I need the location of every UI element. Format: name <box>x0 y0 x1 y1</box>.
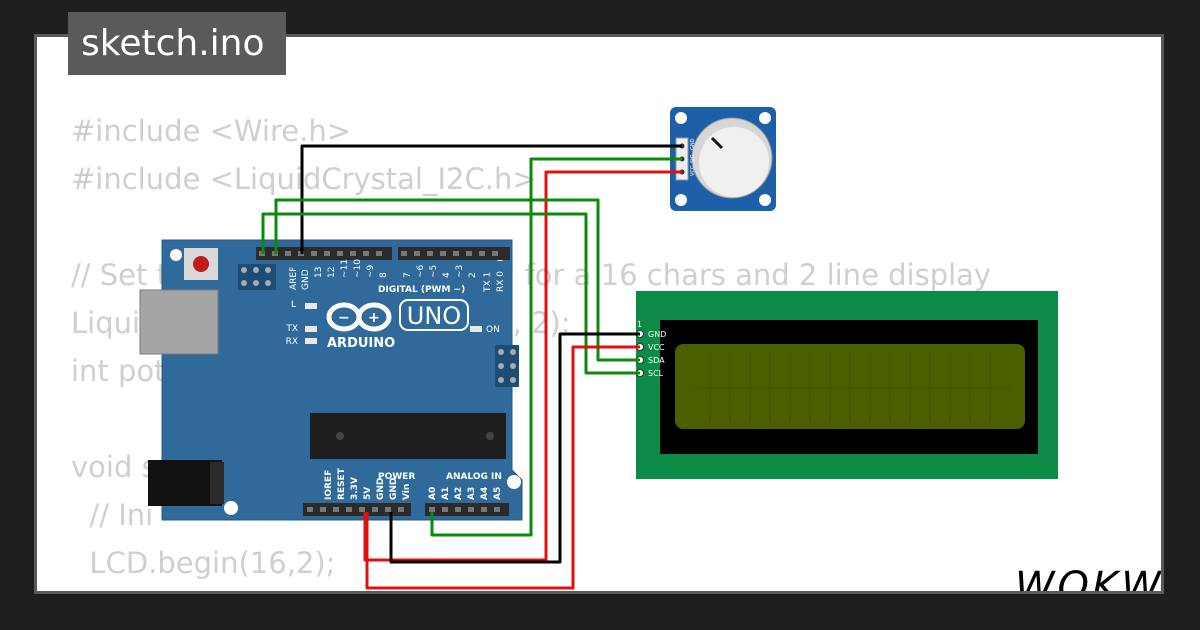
pin-label-vin: Vin <box>402 484 412 500</box>
pin-label-reset: RESET <box>337 467 347 500</box>
led-on-label: ON <box>486 325 500 335</box>
lcd-pin-vcc-label: VCC <box>648 343 665 352</box>
pin-label-9: ~9 <box>366 264 376 278</box>
wire-lcd-vcc[interactable] <box>365 345 640 590</box>
pin-label-aref: AREF <box>289 267 299 290</box>
led-rx-label: RX <box>286 337 298 347</box>
arduino-label: ARDUINO <box>327 336 395 351</box>
pin-label-7: 7 <box>403 272 413 278</box>
wire-lcd-sda[interactable] <box>274 198 640 362</box>
code-line: #include <Wire.h> <box>71 114 352 148</box>
wokwi-logo: WOKWi <box>1015 564 1164 594</box>
arduino-infinity-logo <box>326 302 392 332</box>
pin-label-a3: A3 <box>467 487 477 500</box>
pin-label-gnd-2: GND <box>389 478 399 500</box>
pin-label-4: 4 <box>442 272 452 278</box>
pin-label-a0: A0 <box>428 487 438 500</box>
pin-label-a2: A2 <box>454 487 464 500</box>
led-l <box>305 303 317 309</box>
led-tx-label: TX <box>285 324 298 334</box>
code-line: #include <LiquidCrystal_I2C.h> <box>71 162 537 196</box>
wires <box>261 144 682 590</box>
pot-pin-gnd-label: GND <box>690 138 696 150</box>
pin-label-rx: RX 0 <box>496 271 506 292</box>
pin-label-5: ~5 <box>429 265 439 278</box>
knob-indicator <box>710 136 724 150</box>
pin-label-5v: 5V <box>363 487 373 500</box>
pot-pin-sig-label: SIG <box>690 154 696 163</box>
svg-text:−: − <box>338 310 350 326</box>
led-tx <box>305 326 317 332</box>
icsp-header-2 <box>495 345 519 387</box>
pin-label-3v3: 3.3V <box>350 477 360 500</box>
mounting-hole <box>507 475 521 489</box>
led-l-label: L <box>291 300 296 310</box>
pin-label-10: ~10 <box>353 259 363 278</box>
pin-label-8: 8 <box>379 272 389 278</box>
wire-pot-vcc-5v[interactable] <box>363 170 682 562</box>
pin-label-tx: TX 1 <box>483 272 493 293</box>
pin-label-12: 12 <box>327 267 337 278</box>
pin-label-ioref: IOREF <box>324 470 334 500</box>
pin-label-2: 2 <box>468 272 478 278</box>
analog-header <box>425 503 509 516</box>
mounting-hole <box>170 249 182 261</box>
pin-label-a4: A4 <box>480 487 490 500</box>
usb-port <box>139 289 219 355</box>
digital-header-label: DIGITAL (PWM ~) <box>378 285 465 295</box>
power-header-label: POWER <box>378 472 415 482</box>
code-line: // Ini <box>71 498 154 532</box>
pin-label-gnd-1: GND <box>376 478 386 500</box>
pin-label-6: ~6 <box>416 264 426 278</box>
mounting-hole <box>224 501 238 515</box>
pin-label-11: ~11 <box>340 259 350 278</box>
pin-label-3: ~3 <box>455 265 465 278</box>
svg-text:+: + <box>368 310 380 326</box>
code-line: int pot <box>71 354 166 388</box>
power-jack <box>148 460 222 506</box>
sketch-filename-tab[interactable]: sketch.ino <box>68 12 286 75</box>
power-header <box>303 503 411 516</box>
lcd-1602-i2c[interactable]: 1 GND VCC SDA SCL <box>636 291 1058 479</box>
wire-lcd-scl[interactable] <box>261 212 640 375</box>
pot-pin-vcc-label: VCC <box>690 165 696 176</box>
rotary-potentiometer[interactable]: GND SIG VCC <box>670 107 776 211</box>
led-rx <box>305 338 317 344</box>
led-on <box>470 326 482 332</box>
icsp-header <box>238 264 276 290</box>
lcd-pin-sda-label: SDA <box>648 356 665 365</box>
pin-label-a5: A5 <box>493 487 503 500</box>
lcd-pin-1-label: 1 <box>637 320 642 329</box>
lcd-pin-gnd-label: GND <box>648 330 666 339</box>
wire-lcd-gnd[interactable] <box>389 332 640 564</box>
pin-label-gnd: GND <box>301 269 311 290</box>
lcd-pin-scl-label: SCL <box>648 369 664 378</box>
arduino-uno-board[interactable]: − + UNO ARDUINO DIGITAL (PWM ~) POWER AN… <box>139 239 523 521</box>
pin-label-13: 13 <box>314 267 324 278</box>
code-line: LCD.begin(16,2); <box>71 546 336 580</box>
wire-pot-sig-a0[interactable] <box>430 157 682 537</box>
wire-gnd-pot[interactable] <box>300 144 682 254</box>
analog-header-label: ANALOG IN <box>446 472 502 482</box>
potentiometer-knob[interactable] <box>699 127 769 197</box>
uno-label: UNO <box>407 302 461 330</box>
pin-label-a1: A1 <box>441 487 451 500</box>
